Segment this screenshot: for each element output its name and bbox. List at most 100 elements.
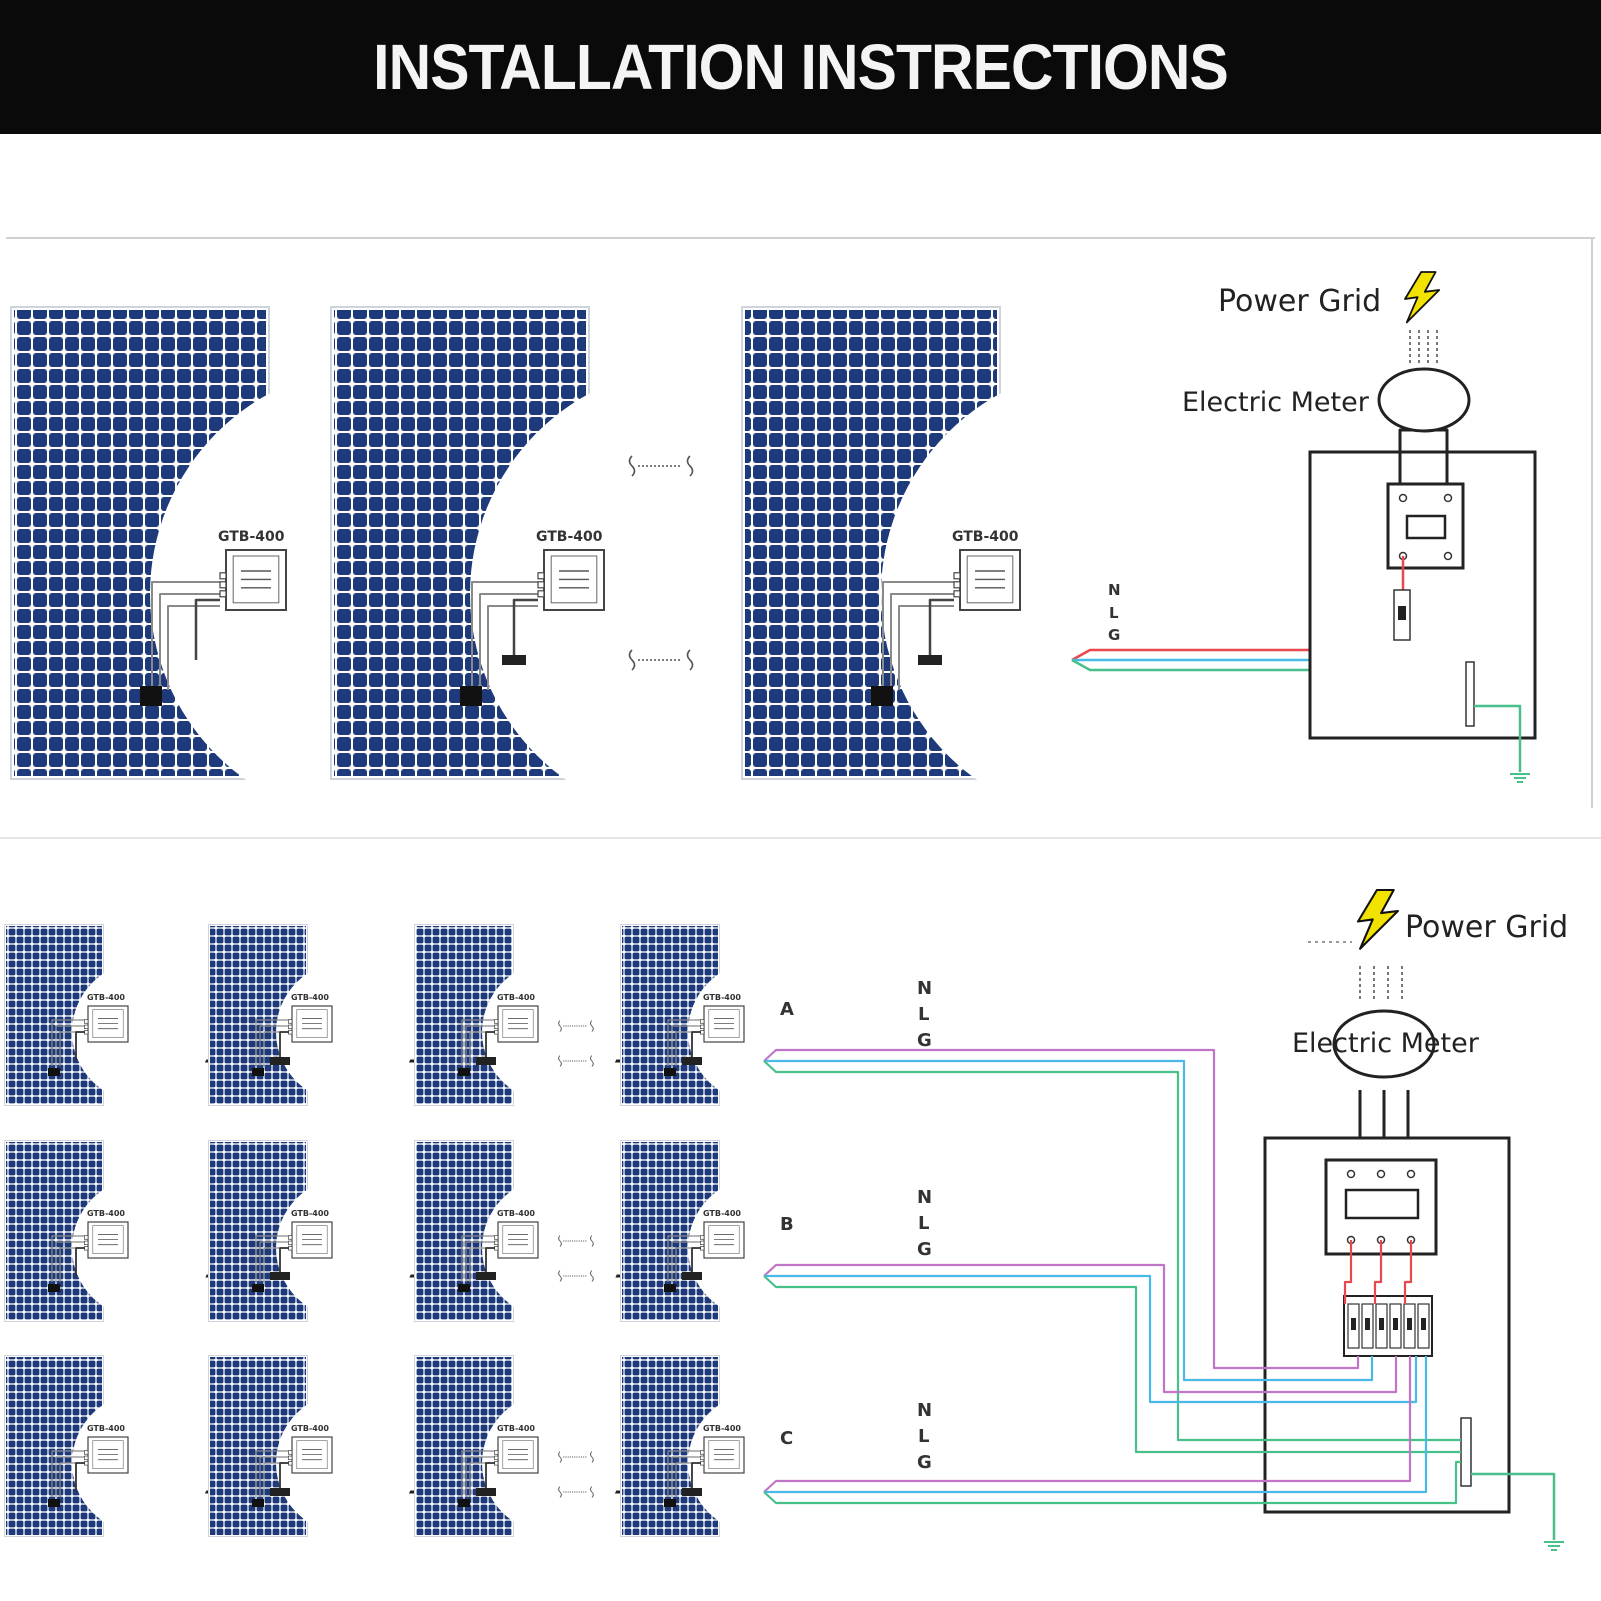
phase-label-c: C — [780, 1428, 793, 1449]
dc-lead — [465, 1025, 495, 1066]
cable-connector — [682, 1488, 702, 1496]
solar-panel-icon — [208, 1355, 416, 1537]
wire-phase-c — [763, 1356, 1412, 1493]
wire-live — [1403, 1240, 1413, 1304]
cable-connector — [682, 1057, 702, 1065]
inverter-model-label: GTB-400 — [536, 529, 603, 545]
page-title: INSTALLATION INSTRECTIONS — [373, 31, 1229, 103]
ac-drop-cable — [928, 598, 954, 660]
inverter-model-label: GTB-400 — [87, 1424, 125, 1433]
meter-display — [1344, 1188, 1420, 1220]
continuation-mark — [628, 649, 694, 671]
dc-lead — [890, 593, 954, 690]
dc-lead — [259, 1456, 289, 1497]
inverter-model-label: GTB-400 — [87, 993, 125, 1002]
terminal — [1346, 1169, 1356, 1179]
dc-lead — [151, 581, 220, 690]
phase-label-a: A — [780, 999, 794, 1020]
terminal — [1398, 493, 1408, 503]
ac-drop-cable — [512, 598, 538, 660]
electric-meter-icon — [1377, 367, 1471, 433]
inverter-model-label: GTB-400 — [87, 1209, 125, 1218]
continuation-mark — [558, 1055, 594, 1067]
ac-drop-cable — [279, 1247, 289, 1276]
junction-box — [664, 1068, 676, 1076]
micro-inverter-icon — [700, 1221, 745, 1259]
cable-connector — [270, 1488, 290, 1496]
dc-lead — [487, 605, 538, 690]
junction-box — [252, 1499, 264, 1507]
terminal — [1443, 551, 1453, 561]
ac-drop-cable — [75, 1247, 85, 1276]
solar-panel-icon — [208, 1140, 416, 1322]
dc-lead — [898, 605, 954, 690]
ac-drop-cable — [279, 1031, 289, 1061]
wire-label-g: G — [917, 1239, 932, 1260]
dc-lead — [671, 1241, 701, 1282]
dc-lead — [51, 1235, 85, 1282]
distribution-box — [1308, 450, 1537, 740]
ac-drop-cable — [485, 1247, 495, 1276]
lightning-bolt-icon — [1356, 888, 1399, 950]
wire-ground-a — [763, 1060, 1461, 1442]
wire-label-g: G — [1108, 626, 1120, 644]
wire-ground — [1471, 1472, 1556, 1540]
solar-panel-icon — [620, 1140, 828, 1322]
wire-neutral-c — [764, 1356, 1428, 1494]
electric-meter-icon — [1332, 1009, 1436, 1079]
inverter-model-label: GTB-400 — [497, 993, 535, 1002]
cable-connector — [270, 1272, 290, 1280]
wire-label-g: G — [917, 1452, 932, 1473]
wire-label-n: N — [917, 978, 932, 999]
dc-lead — [882, 581, 954, 690]
ground-bar — [1465, 661, 1475, 727]
ac-drop-cable — [194, 598, 220, 660]
wire-live — [1373, 1240, 1383, 1304]
junction-box — [48, 1499, 60, 1507]
cable-connector — [502, 655, 526, 665]
dc-lead — [471, 581, 538, 690]
cable-connector — [918, 655, 942, 665]
junction-box — [458, 1284, 470, 1292]
ac-drop-cable — [279, 1462, 289, 1492]
cable-connector — [476, 1057, 496, 1065]
wire-neutral-a — [764, 1059, 1374, 1382]
junction-box — [140, 686, 162, 706]
dc-lead — [51, 1019, 85, 1066]
dc-lead — [259, 1025, 289, 1066]
junction-box — [460, 686, 482, 706]
ac-drop-cable — [485, 1462, 495, 1492]
micro-inverter-icon — [288, 1005, 333, 1043]
solar-panel-icon — [741, 306, 1337, 822]
dc-lead — [259, 1241, 289, 1282]
continuation-mark — [558, 1235, 594, 1247]
dc-lead — [479, 593, 538, 690]
wire-neutral-b — [764, 1274, 1418, 1404]
junction-box — [458, 1068, 470, 1076]
dc-lead — [461, 1019, 495, 1066]
inverter-model-label: GTB-400 — [703, 1209, 741, 1218]
junction-box — [664, 1499, 676, 1507]
micro-inverter-icon — [494, 1005, 539, 1043]
wire-ground-b — [763, 1275, 1461, 1454]
micro-inverter-icon — [537, 549, 605, 611]
dc-lead — [671, 1025, 701, 1066]
ac-drop-cable — [691, 1031, 701, 1061]
wire-ground — [1474, 704, 1522, 772]
power-grid-label-1: Power Grid — [1218, 284, 1381, 319]
dc-lead — [461, 1450, 495, 1497]
cable-connector — [476, 1488, 496, 1496]
wire-label-l: L — [918, 1004, 929, 1025]
ac-drop-cable — [485, 1031, 495, 1061]
ground-bar — [1460, 1417, 1472, 1487]
inverter-model-label: GTB-400 — [218, 529, 285, 545]
inverter-model-label: GTB-400 — [497, 1424, 535, 1433]
dc-lead — [55, 1025, 85, 1066]
power-grid-label-2: Power Grid — [1405, 910, 1568, 945]
junction-box — [458, 1499, 470, 1507]
dc-lead — [255, 1450, 289, 1497]
electric-meter-label-1: Electric Meter — [1182, 387, 1370, 418]
ac-drop-cable — [691, 1462, 701, 1492]
inverter-model-label: GTB-400 — [291, 1424, 329, 1433]
inverter-model-label: GTB-400 — [497, 1209, 535, 1218]
